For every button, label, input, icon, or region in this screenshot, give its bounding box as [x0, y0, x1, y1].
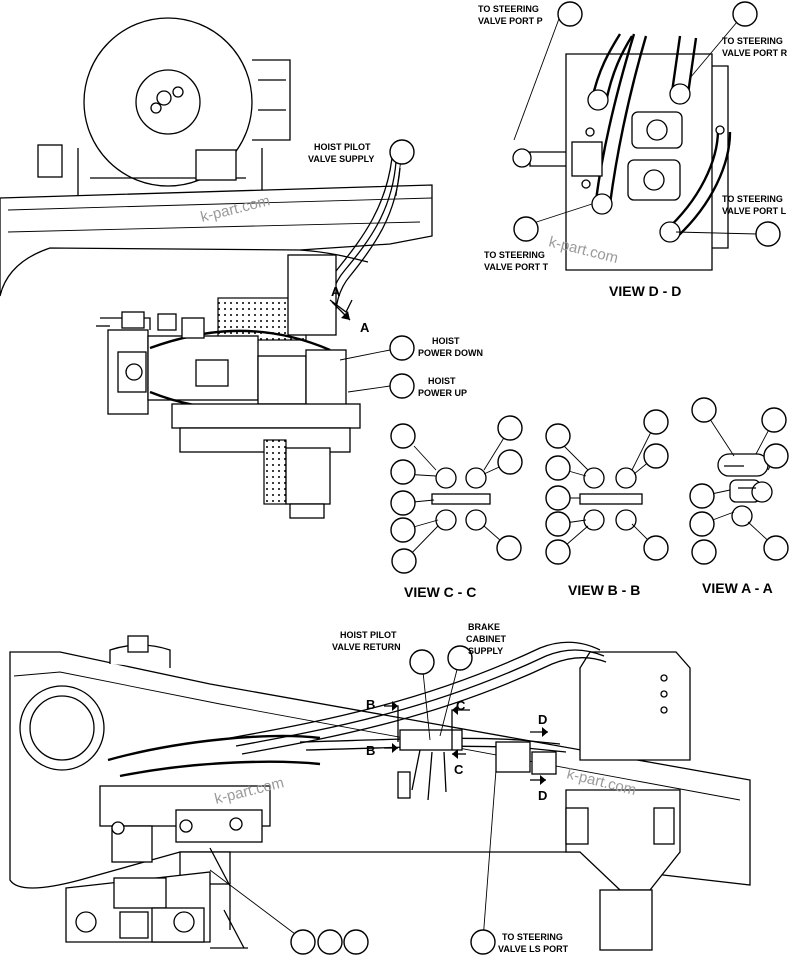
callout-view-c	[496, 535, 522, 561]
hoist-valve-assembly	[96, 254, 361, 519]
callout-steer-l	[755, 221, 781, 247]
label-steer-l-line2: VALVE PORT L	[722, 206, 787, 216]
callout-hoist-up	[389, 373, 415, 399]
callout-view-a	[763, 535, 789, 561]
view-c-title: VIEW C - C	[404, 584, 476, 600]
label-brake-line2: CABINET	[466, 634, 507, 644]
view-d-title: VIEW D - D	[609, 283, 681, 299]
view-c-c-detail	[431, 467, 491, 531]
callout-brake-supply	[447, 645, 473, 671]
callout-view-a	[763, 443, 789, 469]
label-hoist-supply-line2: VALVE SUPPLY	[308, 154, 374, 164]
label-hoist-return-line1: HOIST PILOT	[340, 630, 397, 640]
view-b-title: VIEW B - B	[568, 582, 640, 598]
callout-view-c	[391, 548, 417, 574]
callout-view-a	[691, 539, 717, 565]
callout-view-c	[390, 459, 416, 485]
view-titles: VIEW D - D VIEW C - C VIEW B - B VIEW A …	[404, 283, 773, 600]
label-steer-t-line2: VALVE PORT T	[484, 262, 549, 272]
callout-view-b	[545, 511, 571, 537]
view-a-a-detail	[717, 453, 773, 527]
callout-view-b	[545, 485, 571, 511]
callout-view-a	[689, 483, 715, 509]
section-a-bottom: A	[360, 320, 370, 335]
label-steer-p-line2: VALVE PORT P	[478, 16, 543, 26]
callout-view-c	[390, 423, 416, 449]
callout-view-a	[691, 397, 717, 423]
callout-steer-ls	[470, 929, 496, 955]
callout-view-a	[689, 511, 715, 537]
callout-view-b	[643, 409, 669, 435]
label-hoist-down-line1: HOIST	[432, 336, 460, 346]
label-steer-t-line1: TO STEERING	[484, 250, 545, 260]
section-markers	[331, 301, 548, 785]
label-steer-ls-line1: TO STEERING	[502, 932, 563, 942]
label-steer-r-line1: TO STEERING	[722, 36, 783, 46]
view-a-title: VIEW A - A	[702, 580, 773, 596]
callout-view-a	[761, 407, 787, 433]
label-steer-l-line1: TO STEERING	[722, 194, 783, 204]
callout-view-b	[643, 443, 669, 469]
callout-bottom	[343, 929, 369, 955]
label-steer-ls-line2: VALVE LS PORT	[498, 944, 569, 954]
label-brake-line3: SUPPLY	[468, 646, 503, 656]
section-b-top: B	[366, 697, 375, 712]
section-mark-letters: A A B B C C D D	[331, 284, 547, 803]
callout-view-b	[545, 423, 571, 449]
label-hoist-supply-line1: HOIST PILOT	[314, 142, 371, 152]
callout-view-b	[545, 539, 571, 565]
label-steer-p-line1: TO STEERING	[478, 4, 539, 14]
section-c-bottom: C	[454, 762, 464, 777]
callout-steer-r	[732, 1, 758, 27]
callout-view-c	[497, 449, 523, 475]
top-frame-assembly	[0, 17, 433, 326]
dotted-bracket-lower	[263, 439, 287, 505]
section-d-bottom: D	[538, 788, 547, 803]
callout-hoist-return	[409, 649, 435, 675]
view-d-d-detail	[512, 33, 732, 271]
callout-bottom	[290, 929, 316, 955]
callout-view-c	[390, 490, 416, 516]
label-steer-r-line2: VALVE PORT R	[722, 48, 788, 58]
section-a-top: A	[331, 284, 341, 299]
callout-view-b	[545, 455, 571, 481]
callout-labels: TO STEERING VALVE PORT P TO STEERING VAL…	[308, 4, 788, 954]
callout-bottom	[317, 929, 343, 955]
label-hoist-up-line1: HOIST	[428, 376, 456, 386]
label-hoist-return-line2: VALVE RETURN	[332, 642, 401, 652]
callout-view-b	[643, 535, 669, 561]
label-brake-line1: BRAKE	[468, 622, 500, 632]
callout-steer-t	[513, 216, 539, 242]
callout-view-c	[390, 517, 416, 543]
section-b-bottom: B	[366, 743, 375, 758]
section-d-top: D	[538, 712, 547, 727]
callout-hoist-down	[389, 335, 415, 361]
bottom-chassis-assembly	[9, 635, 751, 951]
frame-rail-top	[0, 184, 433, 297]
callout-bubbles	[290, 1, 789, 955]
callout-hoist-supply	[389, 139, 415, 165]
view-b-b-detail	[579, 467, 643, 531]
label-hoist-down-line2: POWER DOWN	[418, 348, 483, 358]
callout-view-c	[497, 415, 523, 441]
section-c-top: C	[456, 698, 466, 713]
callout-steer-p	[557, 1, 583, 27]
label-hoist-up-line2: POWER UP	[418, 388, 467, 398]
